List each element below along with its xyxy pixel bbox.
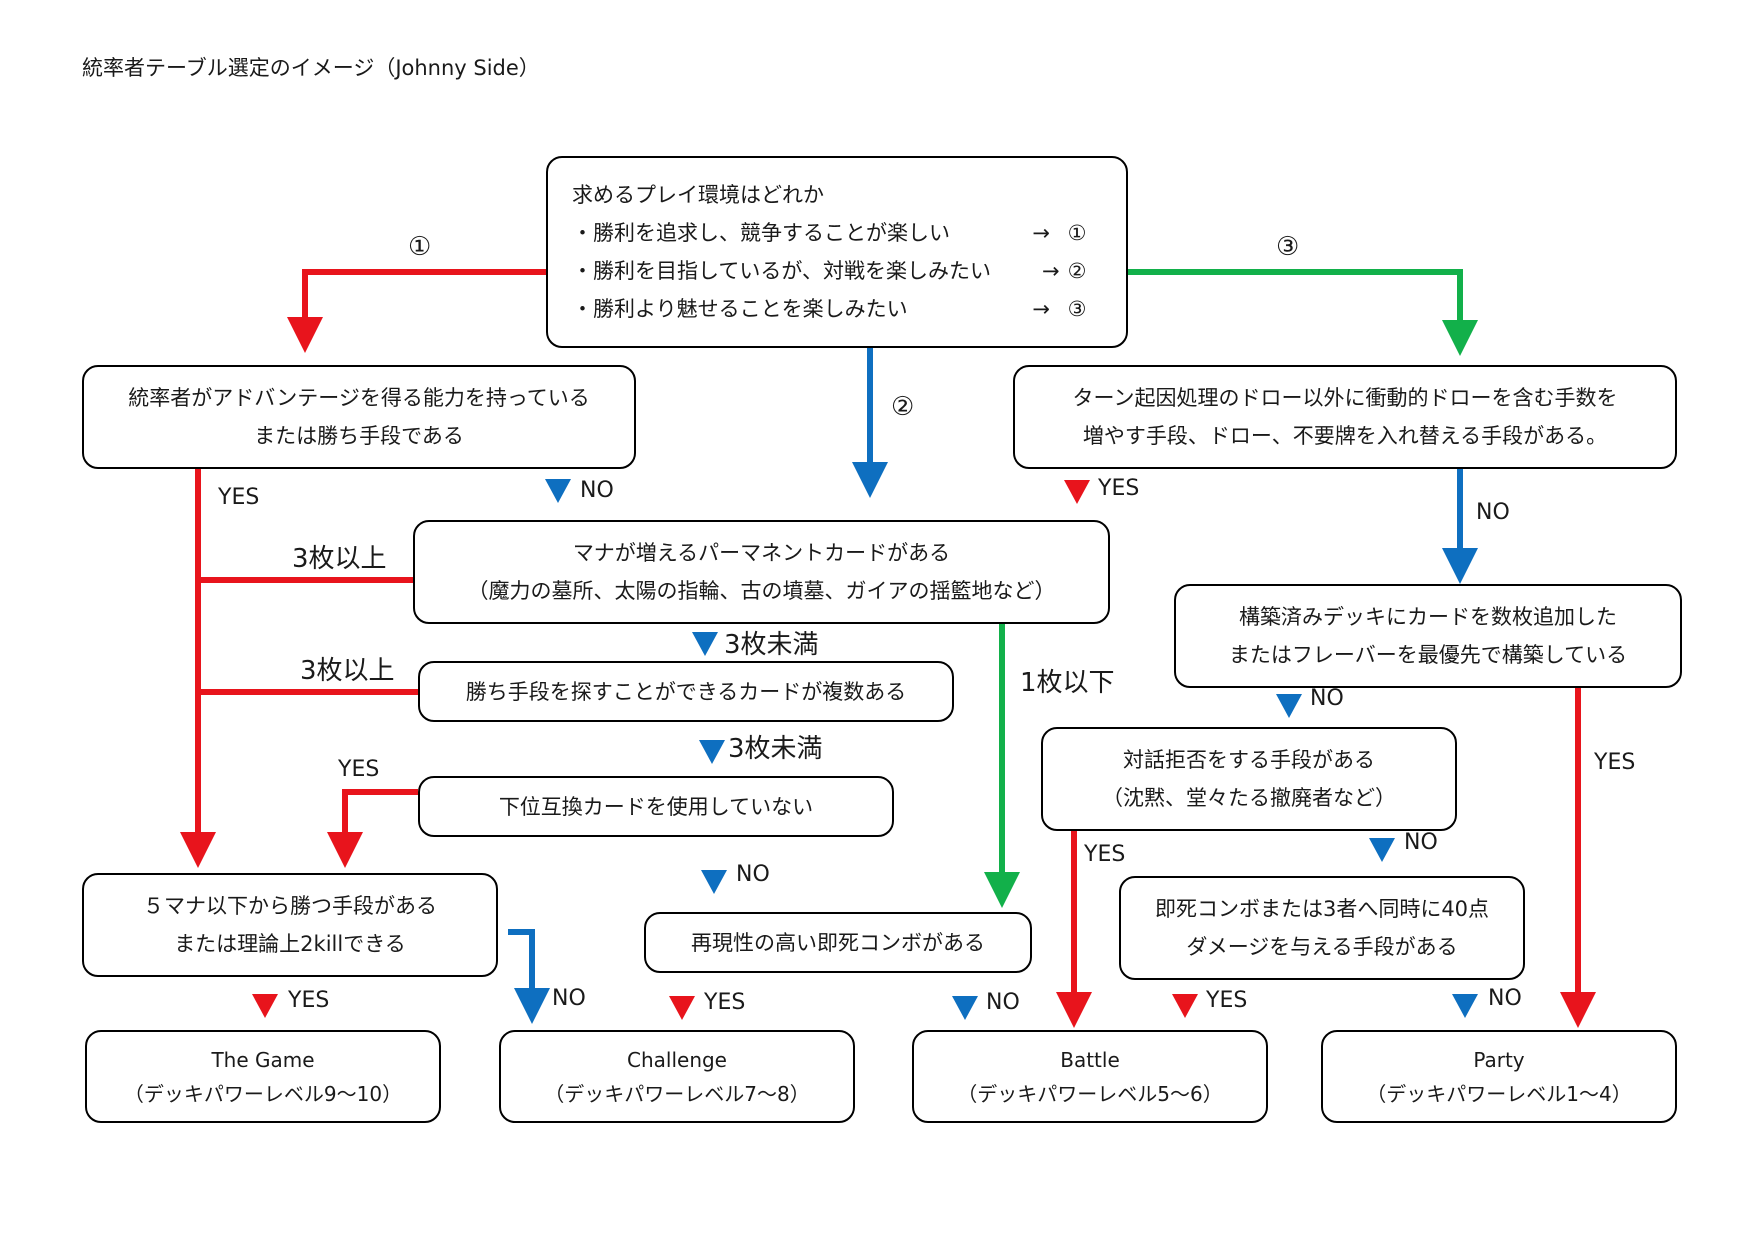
tri-instakill-yes [1172,994,1198,1018]
arrow-choice-1 [287,269,546,353]
label-combo-no: NO [986,990,1020,1015]
label-mana-less-than-3: 3枚未満 [724,630,819,660]
label-instakill-no: NO [1488,986,1522,1011]
label-draw-yes: YES [1098,476,1140,501]
label-tutor-less-than-3: 3枚未満 [728,734,823,764]
label-choice-3: ③ [1276,232,1300,262]
label-mana-1-or-less: 1枚以下 [1020,668,1115,698]
label-built-no: NO [1310,686,1344,711]
tri-interaction-no [1369,838,1395,862]
tri-mana-less [692,632,718,656]
tri-tutor-less [699,740,725,764]
result-challenge: Challenge（デッキパワーレベル7〜8） [499,1030,855,1123]
tutor-box: 勝ち手段を探すことができるカードが複数ある [418,661,954,722]
tri-combo-no [952,996,978,1020]
label-lower-no: NO [736,862,770,887]
lower-box: 下位互換カードを使用していない [418,776,894,837]
label-lower-yes: YES [338,757,380,782]
label-mana-3-or-more: 3枚以上 [292,544,387,574]
built-box: 構築済みデッキにカードを数枚追加したまたはフレーバーを最優先で構築している [1174,584,1682,688]
label-fivemana-yes: YES [288,988,330,1013]
label-interaction-no: NO [1404,830,1438,855]
arrow-choice-3 [1128,269,1478,356]
label-choice-1: ① [408,232,432,262]
result-battle: Battle（デッキパワーレベル5〜6） [912,1030,1268,1123]
label-tutor-3-or-more: 3枚以上 [300,656,395,686]
mana-box: マナが増えるパーマネントカードがある（魔力の墓所、太陽の指輪、古の墳墓、ガイアの… [413,520,1110,624]
arrow-fivemana-no [508,929,550,1024]
small-triangles [252,479,1478,1020]
tri-built-no [1276,694,1302,718]
start-question-box: 求めるプレイ環境はどれか ・勝利を追求し、競争することが楽しい→① ・勝利を目指… [546,156,1128,348]
label-draw-no: NO [1476,500,1510,525]
tri-fivemana-yes [252,994,278,1018]
label-interaction-yes: YES [1084,842,1126,867]
tri-advantage-no [545,479,571,503]
page-title: 統率者テーブル選定のイメージ（Johnny Side） [82,56,540,80]
tri-lower-no [701,870,727,894]
start-option-1: ・勝利を追求し、競争することが楽しい→① [572,221,1087,245]
fivemana-box: ５マナ以下から勝つ手段があるまたは理論上2killできる [82,873,498,977]
start-option-3: ・勝利より魅せることを楽しみたい→③ [572,297,1087,321]
label-fivemana-no: NO [552,986,586,1011]
tri-draw-yes [1064,480,1090,504]
start-option-2: ・勝利を目指しているが、対戦を楽しみたい→② [572,259,1087,283]
advantage-box: 統率者がアドバンテージを得る能力を持っているまたは勝ち手段である [82,365,636,469]
combo-box: 再現性の高い即死コンボがある [644,912,1032,973]
tri-combo-yes [669,996,695,1020]
instakill-box: 即死コンボまたは3者へ同時に40点ダメージを与える手段がある [1119,876,1525,980]
interaction-box: 対話拒否をする手段がある（沈黙、堂々たる撤廃者など） [1041,727,1457,831]
label-choice-2: ② [891,392,915,422]
label-built-yes: YES [1594,750,1636,775]
result-the-game: The Game（デッキパワーレベル9〜10） [85,1030,441,1123]
label-advantage-yes: YES [218,485,260,510]
label-instakill-yes: YES [1206,988,1248,1013]
arrow-lower-yes [327,789,418,868]
label-combo-yes: YES [704,990,746,1015]
start-heading: 求めるプレイ環境はどれか [572,183,824,207]
draw-box: ターン起因処理のドロー以外に衝動的ドローを含む手数を増やす手段、ドロー、不要牌を… [1013,365,1677,469]
tri-instakill-no [1452,994,1478,1018]
result-party: Party（デッキパワーレベル1〜4） [1321,1030,1677,1123]
label-advantage-no: NO [580,478,614,503]
